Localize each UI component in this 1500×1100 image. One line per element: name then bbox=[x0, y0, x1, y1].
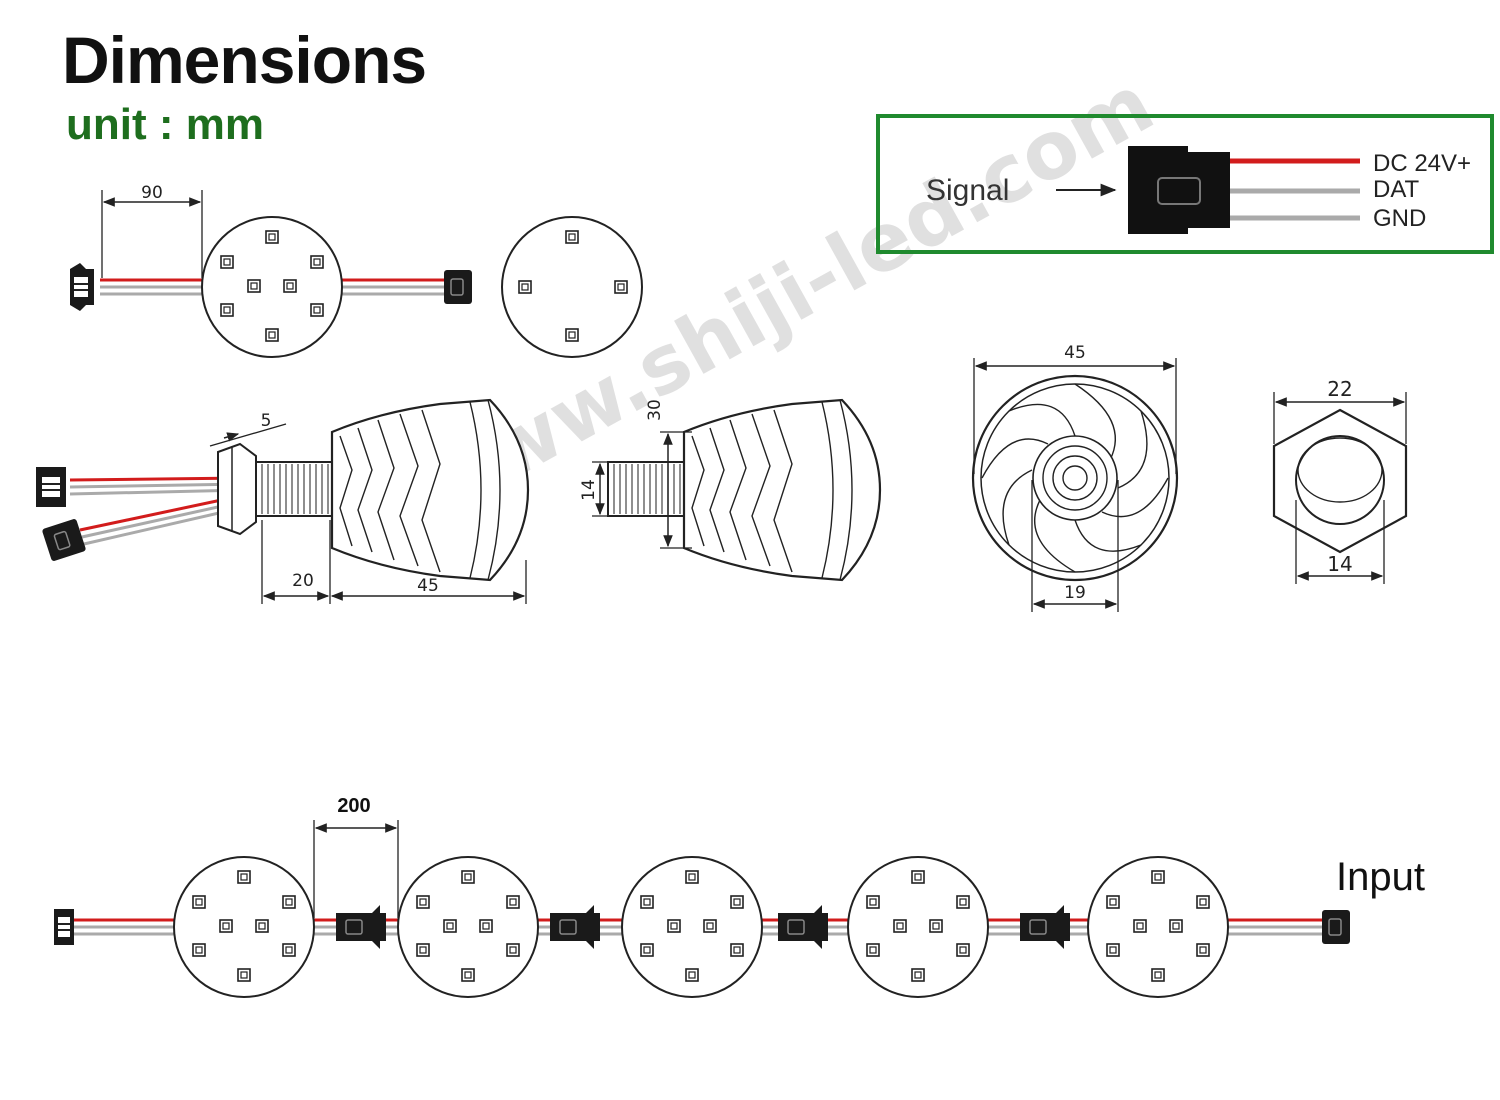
dim-nut-bore: 14 bbox=[1327, 552, 1352, 576]
wire-label-dat: DAT bbox=[1373, 176, 1420, 203]
chain-male-connector-icon bbox=[54, 909, 74, 945]
dim-chain-spacing: 200 bbox=[337, 795, 370, 817]
pixel-top-view: 90 bbox=[70, 183, 473, 357]
dim-body-length: 45 bbox=[417, 576, 439, 596]
chain-pixel-3 bbox=[622, 857, 762, 997]
dim-pixel-spacing: 90 bbox=[141, 183, 163, 203]
input-label: Input bbox=[1336, 855, 1425, 899]
connector-icon bbox=[1128, 146, 1230, 234]
dim-thread-dia: 14 bbox=[579, 479, 599, 501]
pixel-front-view: 45 19 bbox=[971, 343, 1179, 612]
pixel-chain: Input 200 bbox=[54, 795, 1425, 997]
chain-pixel-2 bbox=[398, 857, 538, 997]
chain-pixel-5 bbox=[1088, 857, 1228, 997]
pixel-side-view: 20 45 5 bbox=[36, 398, 530, 604]
wire-label-gnd: GND bbox=[1373, 205, 1426, 232]
female-connector-icon bbox=[443, 269, 473, 305]
pixel-back-view bbox=[501, 216, 643, 358]
page-title: Dimensions bbox=[62, 23, 427, 97]
dim-head-height: 30 bbox=[645, 399, 665, 421]
chain-input-connector-icon bbox=[1321, 909, 1351, 945]
dim-thread-length: 20 bbox=[292, 571, 314, 591]
unit-label: unit : mm bbox=[66, 100, 264, 149]
dim-front-inner-dia: 19 bbox=[1064, 583, 1086, 603]
dim-thread-nut: 5 bbox=[261, 411, 272, 431]
male-connector-icon bbox=[70, 263, 94, 311]
chain-pixel-1 bbox=[174, 857, 314, 997]
signal-box: Signal DC 24V+ DAT GND bbox=[876, 114, 1494, 254]
chain-connector-4 bbox=[1019, 904, 1071, 950]
chain-pixel-4 bbox=[848, 857, 988, 997]
dim-front-dia: 45 bbox=[1064, 343, 1086, 363]
signal-label: Signal bbox=[926, 174, 1009, 207]
wire-label-vcc: DC 24V+ bbox=[1373, 150, 1471, 177]
chain-connector-1 bbox=[335, 904, 387, 950]
chain-connector-3 bbox=[777, 904, 829, 950]
dim-nut-flats: 22 bbox=[1327, 377, 1352, 401]
pixel-side-view-head: 30 14 bbox=[579, 398, 882, 582]
chain-connector-2 bbox=[549, 904, 601, 950]
nut-view: 22 14 bbox=[1272, 377, 1408, 584]
